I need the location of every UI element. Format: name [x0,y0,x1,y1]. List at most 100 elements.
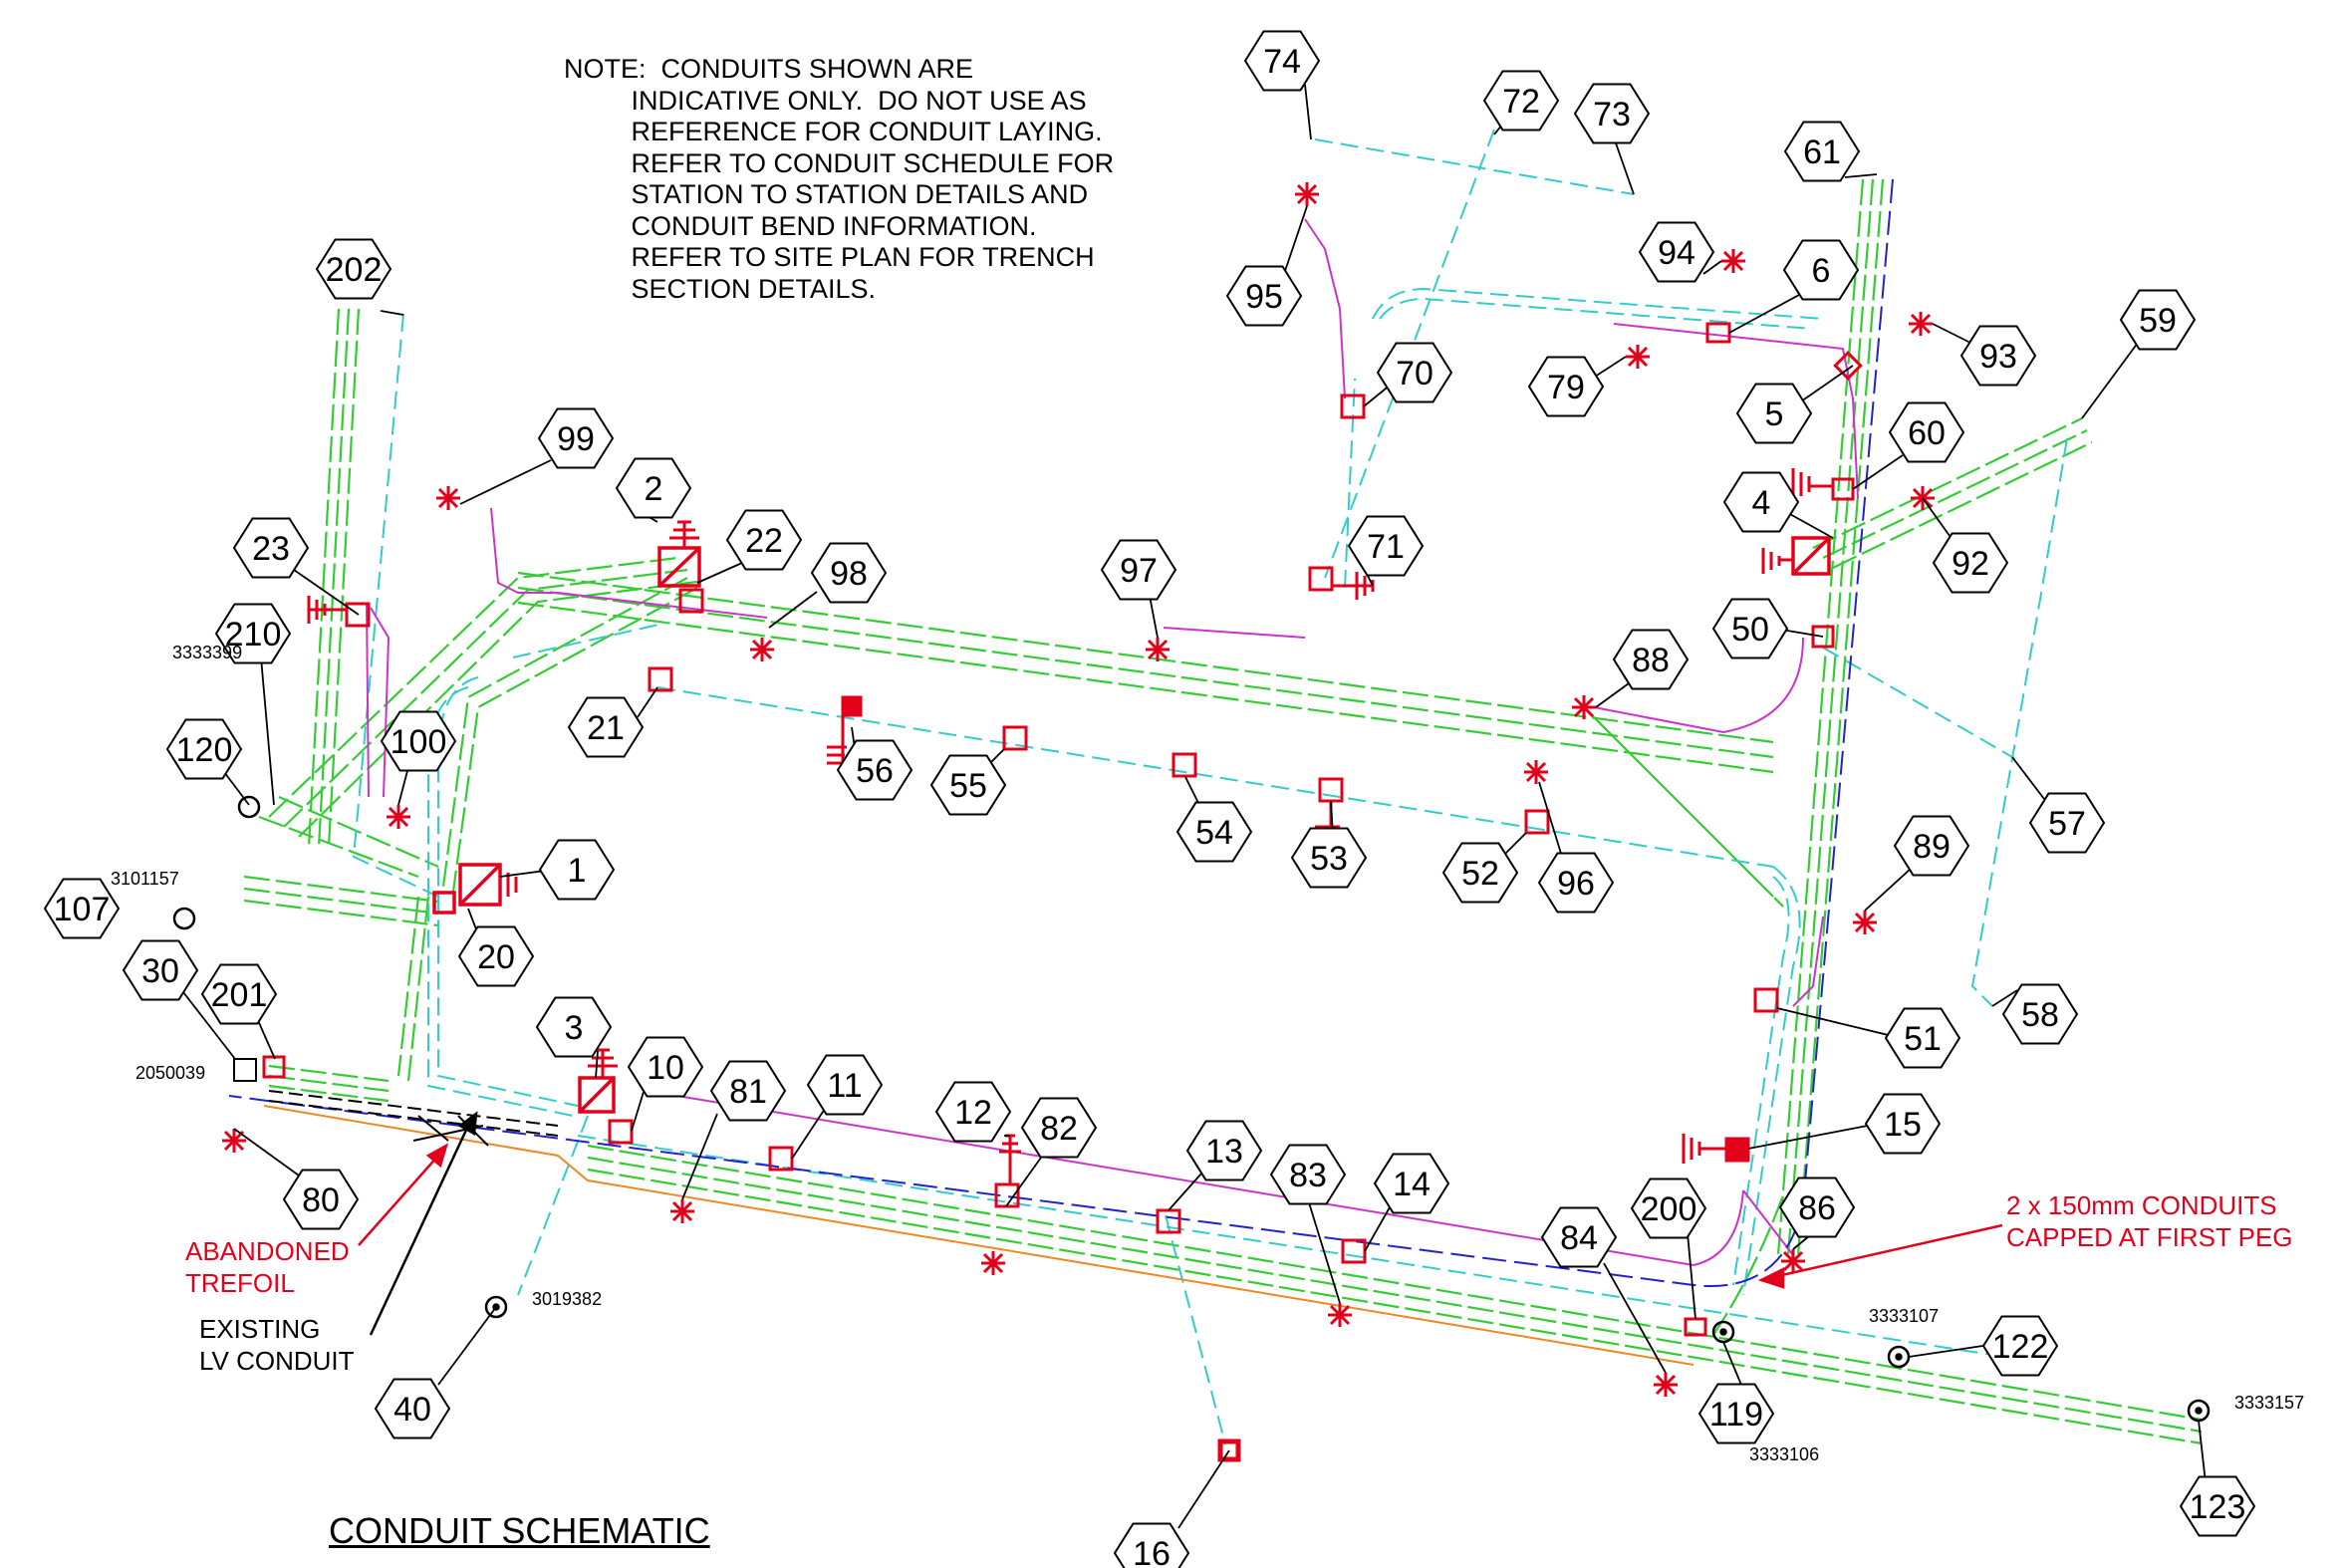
hex-label-70: 70 [1376,342,1453,403]
hex-label-201: 201 [200,963,278,1025]
hex-label-number: 53 [1310,840,1348,878]
hex-label-58: 58 [2001,983,2079,1045]
hex-label-number: 13 [1205,1133,1243,1171]
hex-outline [615,457,692,519]
hex-label-20: 20 [457,925,535,987]
hex-outline [1376,342,1453,403]
hex-outline [1932,532,2009,594]
hex-outline [535,996,613,1058]
hex-label-6: 6 [1782,239,1860,301]
hex-label-89: 89 [1893,815,1970,877]
hex-label-202: 202 [315,238,392,300]
hex-label-88: 88 [1612,629,1690,690]
hex-label-number: 4 [1752,484,1771,522]
hex-label-number: 92 [1952,545,1989,583]
hex-outline [725,509,803,571]
hex-label-number: 96 [1557,865,1595,903]
hex-label-number: 200 [1641,1190,1697,1228]
hex-outline [1373,1153,1450,1214]
hex-label-71: 71 [1347,515,1425,577]
hex-label-number: 51 [1904,1020,1942,1058]
hex-outline [232,517,310,579]
hex-outline [1778,1176,1856,1238]
hex-label-107: 107 [43,878,121,939]
hex-label-40: 40 [374,1378,451,1439]
star-markers [222,182,1935,1397]
point-id-label: 2050039 [135,1063,205,1083]
hex-label-4: 4 [1722,471,1800,533]
abandoned-trefoil-callout: ABANDONED TREFOIL [185,1236,350,1298]
hex-outline [1864,1093,1942,1155]
substation-markers [432,536,1831,1114]
point-id-label: 3101157 [111,869,179,889]
drawing-title: CONDUIT SCHEMATIC [329,1510,710,1551]
point-id-label: 3333157 [2234,1393,2304,1413]
hex-outline [1185,1120,1263,1181]
hex-label-number: 50 [1731,611,1769,649]
capped-conduits-callout: 2 x 150mm CONDUITS CAPPED AT FIRST PEG [2006,1190,2293,1252]
hex-label-16: 16 [1113,1522,1190,1568]
hex-label-98: 98 [810,542,888,604]
hex-label-97: 97 [1100,539,1177,601]
hex-label-number: 120 [176,731,233,769]
hex-label-93: 93 [1959,325,2037,387]
hex-label-94: 94 [1638,221,1715,283]
hex-label-56: 56 [836,739,913,801]
hex-label-122: 122 [1981,1315,2059,1377]
hex-outline [1100,539,1177,601]
hex-label-number: 71 [1367,528,1405,566]
point-id-label: 3333106 [1749,1444,1819,1464]
hex-outline [1175,801,1253,863]
hex-label-number: 12 [954,1094,992,1132]
hex-outline [1269,1144,1347,1205]
hex-label-15: 15 [1864,1093,1942,1155]
hex-label-number: 6 [1812,252,1831,290]
hex-label-73: 73 [1573,83,1651,144]
hex-label-number: 95 [1245,278,1283,316]
hex-label-1: 1 [538,839,616,901]
hex-label-number: 80 [302,1181,340,1219]
hex-outline [374,1378,451,1439]
hex-label-60: 60 [1888,401,1965,463]
hex-label-number: 2 [645,470,663,508]
hex-label-84: 84 [1540,1206,1618,1268]
hex-label-83: 83 [1269,1144,1347,1205]
hex-label-number: 99 [557,420,595,458]
hex-label-number: 30 [141,952,179,990]
hex-outline [165,718,243,780]
existing-lv-conduit-callout: EXISTING LV CONDUIT [199,1314,355,1376]
hex-label-3: 3 [535,996,613,1058]
hex-label-100: 100 [380,710,457,772]
hex-label-number: 60 [1908,414,1946,452]
hex-outline [806,1054,884,1116]
hex-label-number: 72 [1502,83,1540,121]
hex-label-119: 119 [1697,1383,1775,1444]
hex-outline [1888,401,1965,463]
hex-label-number: 98 [830,555,868,593]
hex-label-number: 202 [326,251,383,289]
hex-label-number: 210 [225,616,282,653]
hex-outline [1981,1315,2059,1377]
hex-label-number: 83 [1289,1157,1327,1194]
hex-label-92: 92 [1932,532,2009,594]
hex-label-95: 95 [1225,265,1303,327]
hex-label-210: 210 [214,603,292,664]
existing-lv-conduit-line [268,1090,559,1137]
existing-lv-arrow [369,1111,478,1336]
hex-outline [1573,83,1651,144]
hex-label-number: 119 [1709,1396,1763,1434]
hex-outline [380,710,457,772]
hex-outline [1782,239,1860,301]
hex-label-number: 82 [1040,1110,1078,1148]
hex-outline [1290,827,1368,889]
hex-label-number: 1 [568,852,587,890]
hex-label-72: 72 [1482,70,1560,131]
hex-label-number: 74 [1263,43,1301,81]
hex-outline [2179,1475,2256,1537]
hex-label-number: 16 [1133,1535,1171,1568]
hex-outline [1783,121,1861,182]
hex-outline [1482,70,1560,131]
hex-outline [1020,1097,1098,1159]
hex-label-number: 56 [856,752,894,790]
point-id-label: 3019382 [532,1289,602,1309]
